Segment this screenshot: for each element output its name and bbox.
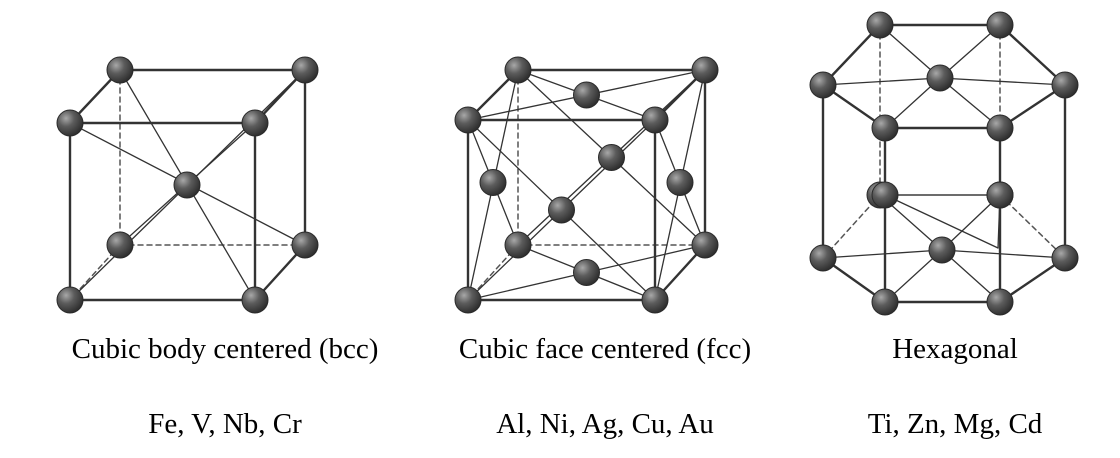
top-corner-atom bbox=[986, 114, 1014, 142]
hex-spoke bbox=[822, 77, 941, 86]
hex-spoke bbox=[941, 249, 1066, 259]
body-center-atom bbox=[173, 171, 201, 199]
fcc-structure-name: Cubic face centered (fcc) bbox=[458, 333, 752, 365]
corner-atom bbox=[56, 286, 84, 314]
face-center-atom bbox=[573, 259, 600, 286]
top-corner-atom bbox=[866, 11, 894, 39]
mid-plane-bond bbox=[884, 194, 999, 249]
hex-edge bbox=[998, 23, 1067, 87]
hexagonal-unit-cell bbox=[809, 11, 1079, 316]
fcc-example-metals: Al, Ni, Ag, Cu, Au bbox=[496, 408, 714, 440]
bcc-unit-cell bbox=[56, 56, 319, 314]
corner-atom bbox=[641, 286, 669, 314]
hexagonal-example-metals: Ti, Zn, Mg, Cd bbox=[867, 408, 1043, 440]
hidden-edge bbox=[999, 194, 1066, 259]
bottom-corner-atom bbox=[809, 244, 837, 272]
hidden-edge bbox=[822, 194, 881, 259]
corner-atom bbox=[504, 231, 532, 259]
corner-atom bbox=[291, 231, 319, 259]
top-corner-atom bbox=[986, 11, 1014, 39]
bottom-corner-atom bbox=[1051, 244, 1079, 272]
top-corner-atom bbox=[809, 71, 837, 99]
bcc-structure-name: Cubic body centered (bcc) bbox=[71, 333, 379, 365]
corner-atom bbox=[454, 286, 482, 314]
hex-spoke bbox=[822, 249, 943, 259]
corner-atom bbox=[291, 56, 319, 84]
corner-atom bbox=[691, 231, 719, 259]
fcc-unit-cell bbox=[454, 56, 719, 314]
corner-atom bbox=[504, 56, 532, 84]
corner-atom bbox=[691, 56, 719, 84]
corner-atom bbox=[641, 106, 669, 134]
corner-atom bbox=[56, 109, 84, 137]
face-center-atom bbox=[548, 196, 575, 224]
bottom-corner-atom bbox=[986, 288, 1014, 316]
corner-atom bbox=[241, 109, 269, 137]
hexagonal-structure-name: Hexagonal bbox=[892, 333, 1018, 365]
corner-atom bbox=[241, 286, 269, 314]
crystal-structures-figure bbox=[56, 11, 1079, 316]
face-center-atom bbox=[666, 169, 694, 196]
bottom-center-atom bbox=[928, 236, 956, 264]
mid-plane-atom bbox=[986, 181, 1014, 209]
top-center-atom bbox=[926, 64, 954, 92]
face-center-atom bbox=[479, 169, 507, 196]
corner-atom bbox=[454, 106, 482, 134]
corner-atom bbox=[106, 231, 134, 259]
face-center-atom bbox=[598, 144, 625, 171]
mid-plane-atom bbox=[871, 181, 899, 209]
bcc-example-metals: Fe, V, Nb, Cr bbox=[148, 408, 302, 440]
bottom-corner-atom bbox=[871, 288, 899, 316]
hex-spoke bbox=[939, 77, 1066, 86]
hex-edge bbox=[821, 23, 882, 87]
corner-atom bbox=[106, 56, 134, 84]
top-corner-atom bbox=[1051, 71, 1079, 99]
top-corner-atom bbox=[871, 114, 899, 142]
face-center-atom bbox=[573, 81, 600, 109]
